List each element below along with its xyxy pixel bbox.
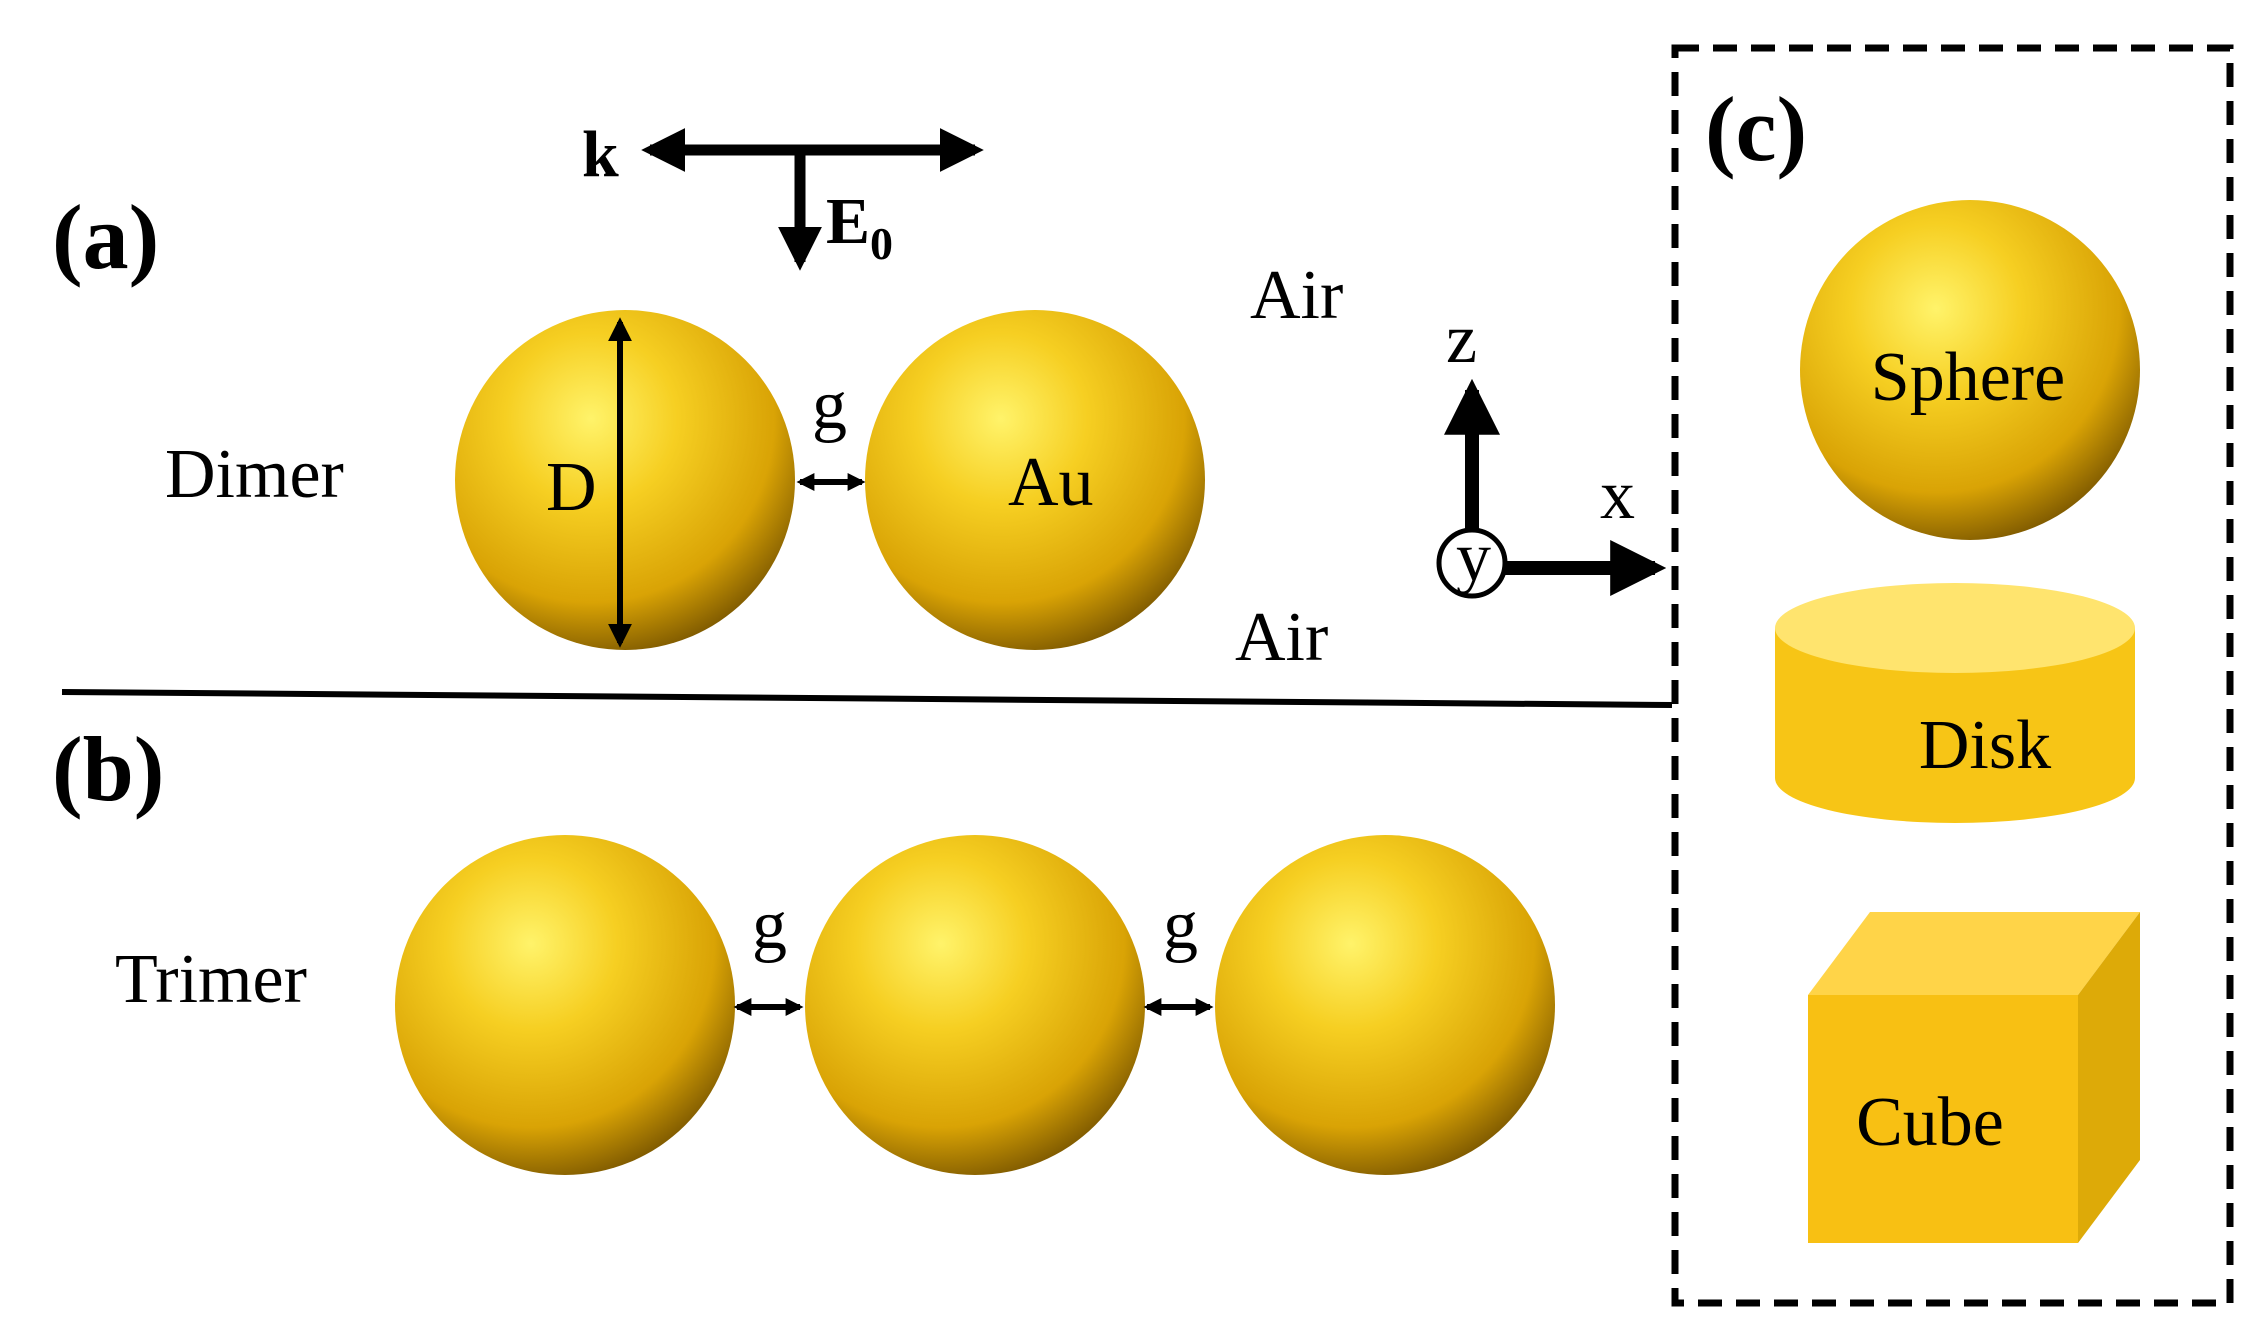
dimer-gap-label: g [812,367,847,444]
disk-label: Disk [1919,707,2051,784]
trimer-sphere-left [395,835,735,1175]
panel-a: (a) k E0 Air Air Dimer D Au g y z x [52,118,1667,676]
panel-c: (c) Sphere Disk Cube [1671,44,2234,1307]
trimer-sphere-right [1215,835,1555,1175]
excitation-arrows: k E0 [582,118,984,271]
coordinate-axes: y z x [1436,301,1667,599]
e-field-label: E0 [826,185,893,269]
e-field-subscript: 0 [870,218,893,269]
sphere-shape [1800,200,2140,540]
dimer-sphere-right [865,310,1205,650]
cube-side [2078,912,2140,1243]
trimer-gap-1-label: g [752,887,787,964]
cube-shape [1808,912,2140,1243]
material-label: Au [1008,444,1094,521]
sphere-label: Sphere [1871,339,2065,416]
x-axis-label: x [1600,457,1635,534]
diameter-label: D [546,449,597,526]
trimer-gap-2-label: g [1163,887,1198,964]
cube-top [1808,912,2140,995]
cube-label: Cube [1856,1084,2004,1161]
panel-a-label: (a) [52,186,159,288]
panel-c-label: (c) [1705,78,1807,180]
panel-divider [61,689,1673,708]
disk-top [1775,583,2135,673]
panel-c-dashed-frame [1671,44,2234,1307]
disk-side [1775,628,2135,823]
k-label: k [582,118,619,191]
panel-b: (b) Trimer g g [52,718,1555,1175]
medium-top-label: Air [1250,257,1343,334]
trimer-sphere-middle [805,835,1145,1175]
disk-shape [1775,583,2135,823]
z-axis-label: z [1446,301,1477,378]
dimer-label: Dimer [165,436,344,513]
trimer-label: Trimer [115,941,307,1018]
dimer-sphere-left [455,310,795,650]
y-axis-circle [1436,527,1508,599]
e-field-letter: E [826,185,870,258]
y-axis-label: y [1456,519,1491,596]
medium-bottom-label: Air [1235,599,1328,676]
cube-front [1808,995,2078,1243]
panel-b-label: (b) [52,718,164,820]
